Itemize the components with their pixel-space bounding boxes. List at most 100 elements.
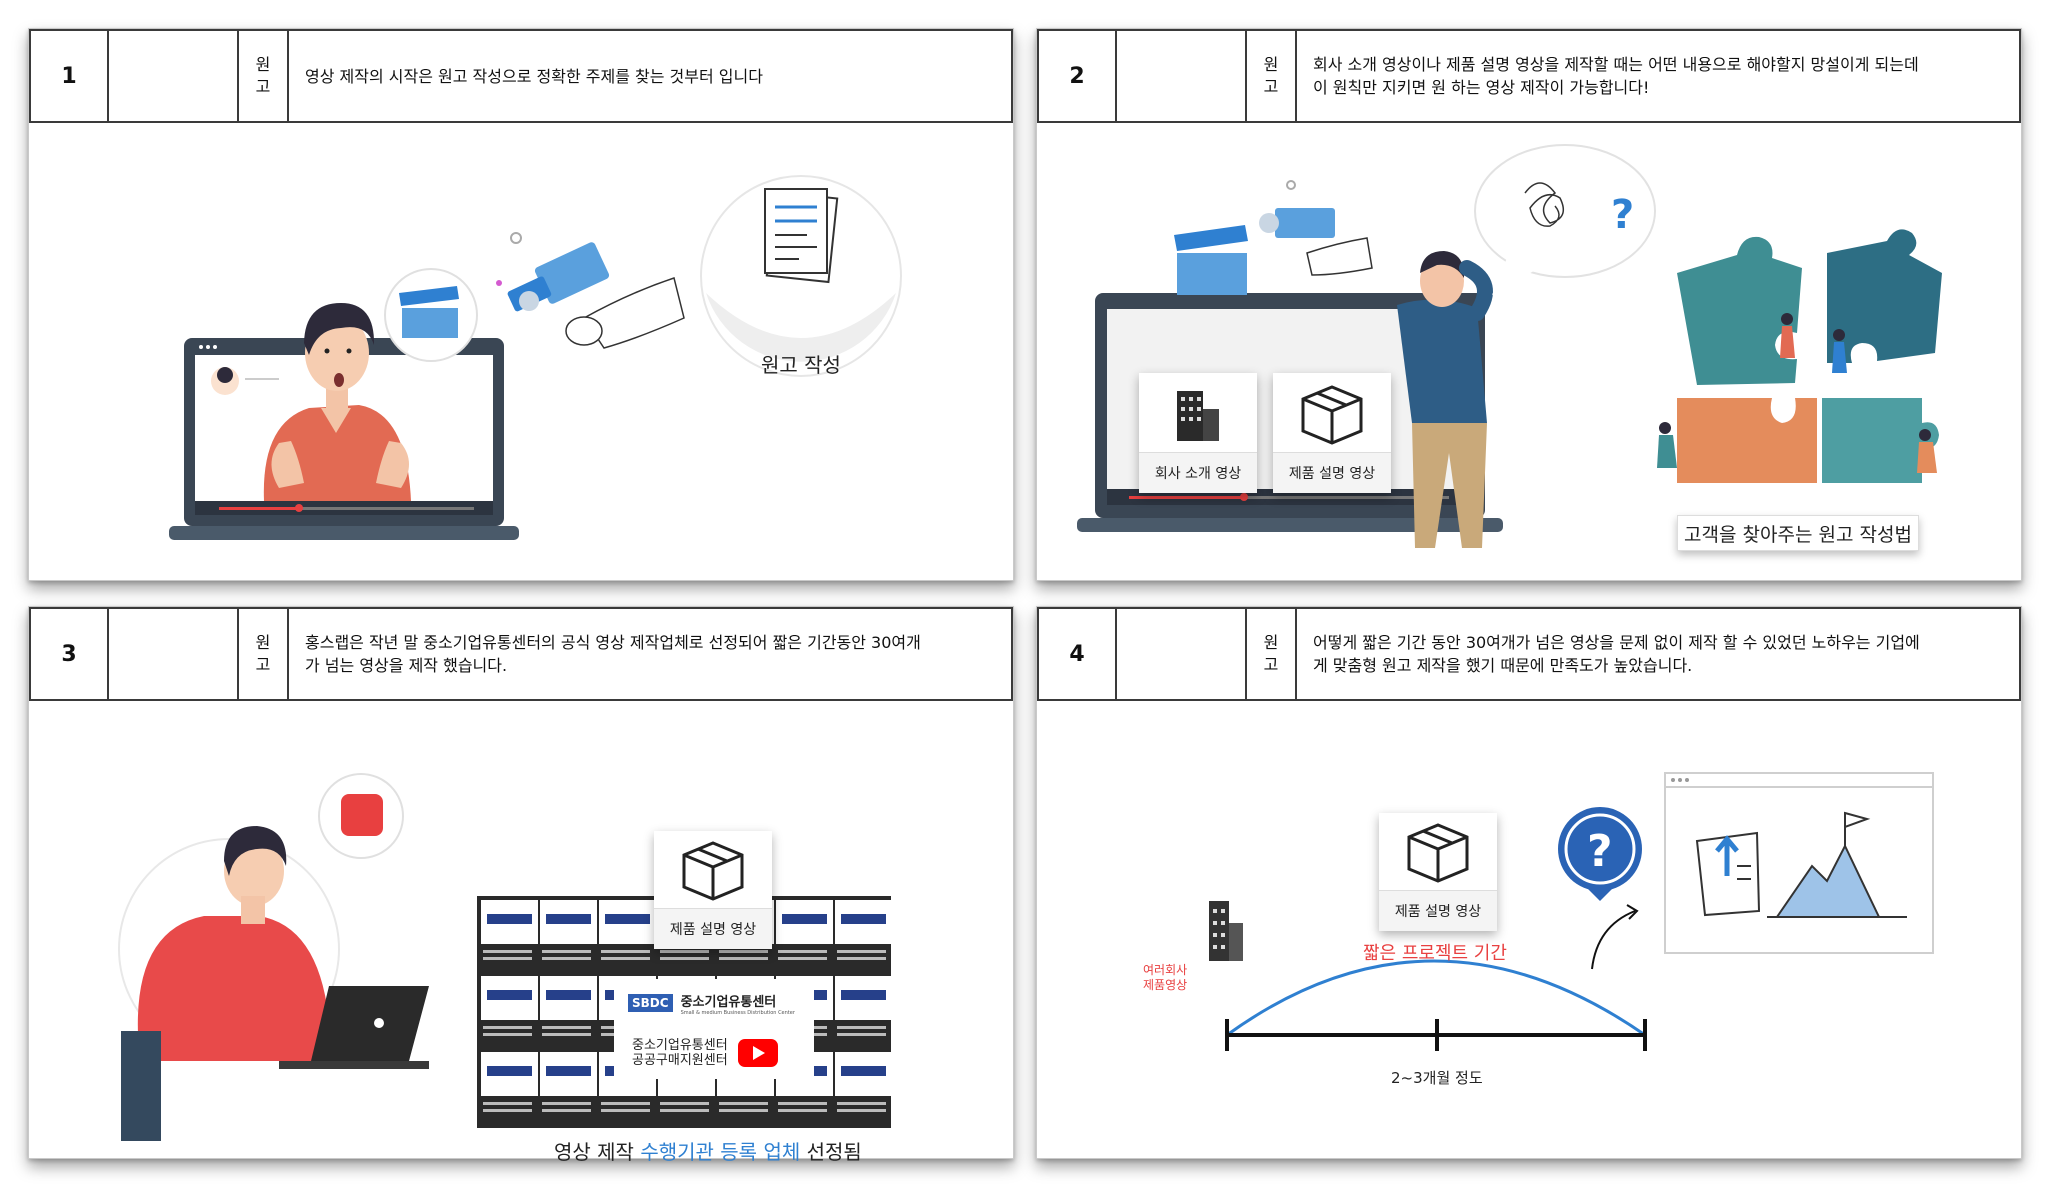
scene-number: 3 bbox=[31, 609, 109, 699]
selection-caption: 영상 제작 수행기관 등록 업체 선정됨 bbox=[554, 1140, 862, 1164]
illustration: ? 회 bbox=[1037, 123, 2021, 580]
document-icon bbox=[764, 188, 839, 284]
script-text: 홍스랩은 작년 말 중소기업유통센터의 공식 영상 제작업체로 선정되어 짧은 … bbox=[305, 633, 921, 675]
video-thumbnail-title-bar bbox=[841, 1066, 886, 1076]
blank-cell bbox=[1117, 609, 1247, 699]
youtube-icon[interactable] bbox=[737, 1039, 778, 1067]
panel-header: 1 원 고 영상 제작의 시작은 원고 작성으로 정확한 주제를 찾는 것부터 … bbox=[29, 29, 1013, 123]
video-thumbnail-caption-line bbox=[837, 957, 886, 960]
sbdc-logo-card: SBDC 중소기업유통센터 Small & medium Business Di… bbox=[614, 979, 814, 1027]
video-thumbnail-title-bar bbox=[841, 990, 886, 1000]
browser-window bbox=[1664, 772, 1934, 954]
video-thumbnail-title-bar bbox=[605, 914, 650, 924]
scene-number: 1 bbox=[31, 31, 109, 121]
timeline-label: 2~3개월 정도 bbox=[1391, 1069, 1483, 1087]
video-thumbnail-caption-line bbox=[542, 1033, 591, 1036]
confused-presenter-illustration: ? bbox=[1077, 144, 1942, 548]
video-thumbnail-title-bar bbox=[546, 990, 591, 1000]
circle-label: 원고 작성 bbox=[761, 353, 841, 377]
video-thumbnail-caption-line bbox=[837, 1033, 886, 1036]
video-thumbnail-title-bar bbox=[546, 1066, 591, 1076]
scene-number: 2 bbox=[1039, 31, 1117, 121]
script-text: 영상 제작의 시작은 원고 작성으로 정확한 주제를 찾는 것부터 입니다 bbox=[305, 66, 763, 86]
video-thumbnail-title-bar bbox=[487, 1066, 532, 1076]
laptop-worker-illustration bbox=[118, 773, 892, 1141]
svg-text:?: ? bbox=[1587, 826, 1613, 877]
video-thumbnail-title-bar bbox=[487, 990, 532, 1000]
panel-3: 3 원 고 홍스랩은 작년 말 중소기업유통센터의 공식 영상 제작업체로 선정… bbox=[28, 606, 1014, 1164]
video-thumbnail-caption-line bbox=[719, 957, 768, 960]
video-thumbnail-caption-line bbox=[837, 1102, 886, 1105]
video-thumbnail-caption-line bbox=[837, 1026, 886, 1029]
box-icon bbox=[1301, 385, 1363, 445]
product-explain-card: 제품 설명 영상 bbox=[1379, 813, 1497, 931]
video-thumbnail-caption-line bbox=[483, 957, 532, 960]
caption-tag: 고객을 찾아주는 원고 작성법 bbox=[1677, 515, 1919, 551]
box-icon bbox=[682, 841, 744, 901]
video-thumbnail-caption-line bbox=[778, 1102, 827, 1105]
scene-number: 4 bbox=[1039, 609, 1117, 699]
video-thumbnail-caption-line bbox=[719, 1109, 768, 1112]
video-thumbnail-caption-line bbox=[542, 1026, 591, 1029]
video-thumbnail-title-bar bbox=[487, 914, 532, 924]
video-thumbnail-caption-line bbox=[837, 950, 886, 953]
video-thumbnail-caption-line bbox=[601, 1102, 650, 1105]
video-thumbnail-caption-line bbox=[719, 950, 768, 953]
video-thumbnail-caption-line bbox=[483, 1026, 532, 1029]
panel-4: 4 원 고 어떻게 짧은 기간 동안 30여개가 넘은 영상을 문제 없이 제작… bbox=[1036, 606, 2022, 1159]
video-thumbnail-caption-line bbox=[483, 1109, 532, 1112]
sbdc-badge: SBDC bbox=[628, 994, 673, 1012]
video-thumbnail-caption-line bbox=[542, 950, 591, 953]
product-explain-card: 제품 설명 영상 bbox=[654, 831, 772, 949]
building-icon bbox=[1177, 391, 1219, 441]
video-thumbnail-title-bar bbox=[546, 914, 591, 924]
video-thumbnail-caption-line bbox=[601, 950, 650, 953]
short-project-label: 짧은 프로젝트 기간 bbox=[1363, 943, 1507, 964]
presenter-laptop-illustration bbox=[169, 175, 902, 540]
script-label: 원 고 bbox=[239, 609, 289, 699]
company-intro-card: 회사 소개 영상 bbox=[1139, 373, 1257, 493]
video-thumbnail-title-bar bbox=[841, 914, 886, 924]
illustration: 원고 작성 bbox=[29, 123, 1013, 580]
script-text: 어떻게 짧은 기간 동안 30여개가 넘은 영상을 문제 없이 제작 할 수 있… bbox=[1313, 633, 1920, 675]
video-thumbnail-caption-line bbox=[483, 1102, 532, 1105]
illustration: 제품 설명 영상 SBDC 중소기업유통센터 Small & medium Bu… bbox=[29, 701, 1013, 1164]
video-thumbnail-caption-line bbox=[660, 1109, 709, 1112]
video-thumbnail-caption-line bbox=[778, 957, 827, 960]
video-thumbnail-caption-line bbox=[483, 1033, 532, 1036]
script-label: 원 고 bbox=[239, 31, 289, 121]
panel-2: 2 원 고 회사 소개 영상이나 제품 설명 영상을 제작할 때는 어떤 내용으… bbox=[1036, 28, 2022, 581]
video-thumbnail-caption-line bbox=[601, 957, 650, 960]
video-thumbnail-caption-line bbox=[542, 1102, 591, 1105]
video-thumbnail-caption-line bbox=[660, 957, 709, 960]
video-thumbnail-caption-line bbox=[660, 950, 709, 953]
channel-card: 중소기업유통센터 공공구매지원센터 bbox=[614, 1027, 814, 1079]
video-thumbnail-caption-line bbox=[837, 1109, 886, 1112]
timeline-illustration: ? bbox=[1209, 772, 1934, 1051]
blank-cell bbox=[1117, 31, 1247, 121]
video-thumbnail-caption-line bbox=[660, 1102, 709, 1105]
video-thumbnail-caption-line bbox=[542, 957, 591, 960]
video-thumbnail-caption-line bbox=[601, 1109, 650, 1112]
timeline-arc bbox=[1226, 959, 1646, 1037]
script-label: 원 고 bbox=[1247, 31, 1297, 121]
video-thumbnail-caption-line bbox=[483, 950, 532, 953]
company-logo bbox=[341, 794, 383, 836]
company-label: 여러회사 제품영상 bbox=[1143, 963, 1188, 992]
video-thumbnail-title-bar bbox=[782, 914, 827, 924]
script-label: 원 고 bbox=[1247, 609, 1297, 699]
panel-header: 2 원 고 회사 소개 영상이나 제품 설명 영상을 제작할 때는 어떤 내용으… bbox=[1037, 29, 2021, 123]
building-icon bbox=[1209, 901, 1243, 961]
video-thumbnail-caption-line bbox=[778, 1109, 827, 1112]
question-pin-icon: ? bbox=[1558, 807, 1642, 901]
illustration: ? bbox=[1037, 701, 2021, 1158]
panel-header: 4 원 고 어떻게 짧은 기간 동안 30여개가 넘은 영상을 문제 없이 제작… bbox=[1037, 607, 2021, 701]
video-thumbnail-caption-line bbox=[542, 1109, 591, 1112]
product-explain-card: 제품 설명 영상 bbox=[1273, 373, 1391, 493]
panel-header: 3 원 고 홍스랩은 작년 말 중소기업유통센터의 공식 영상 제작업체로 선정… bbox=[29, 607, 1013, 701]
blank-cell bbox=[109, 31, 239, 121]
video-thumbnail-caption-line bbox=[778, 950, 827, 953]
svg-text:?: ? bbox=[1611, 192, 1634, 238]
video-thumbnail-caption-line bbox=[719, 1102, 768, 1105]
box-icon bbox=[1407, 823, 1469, 883]
